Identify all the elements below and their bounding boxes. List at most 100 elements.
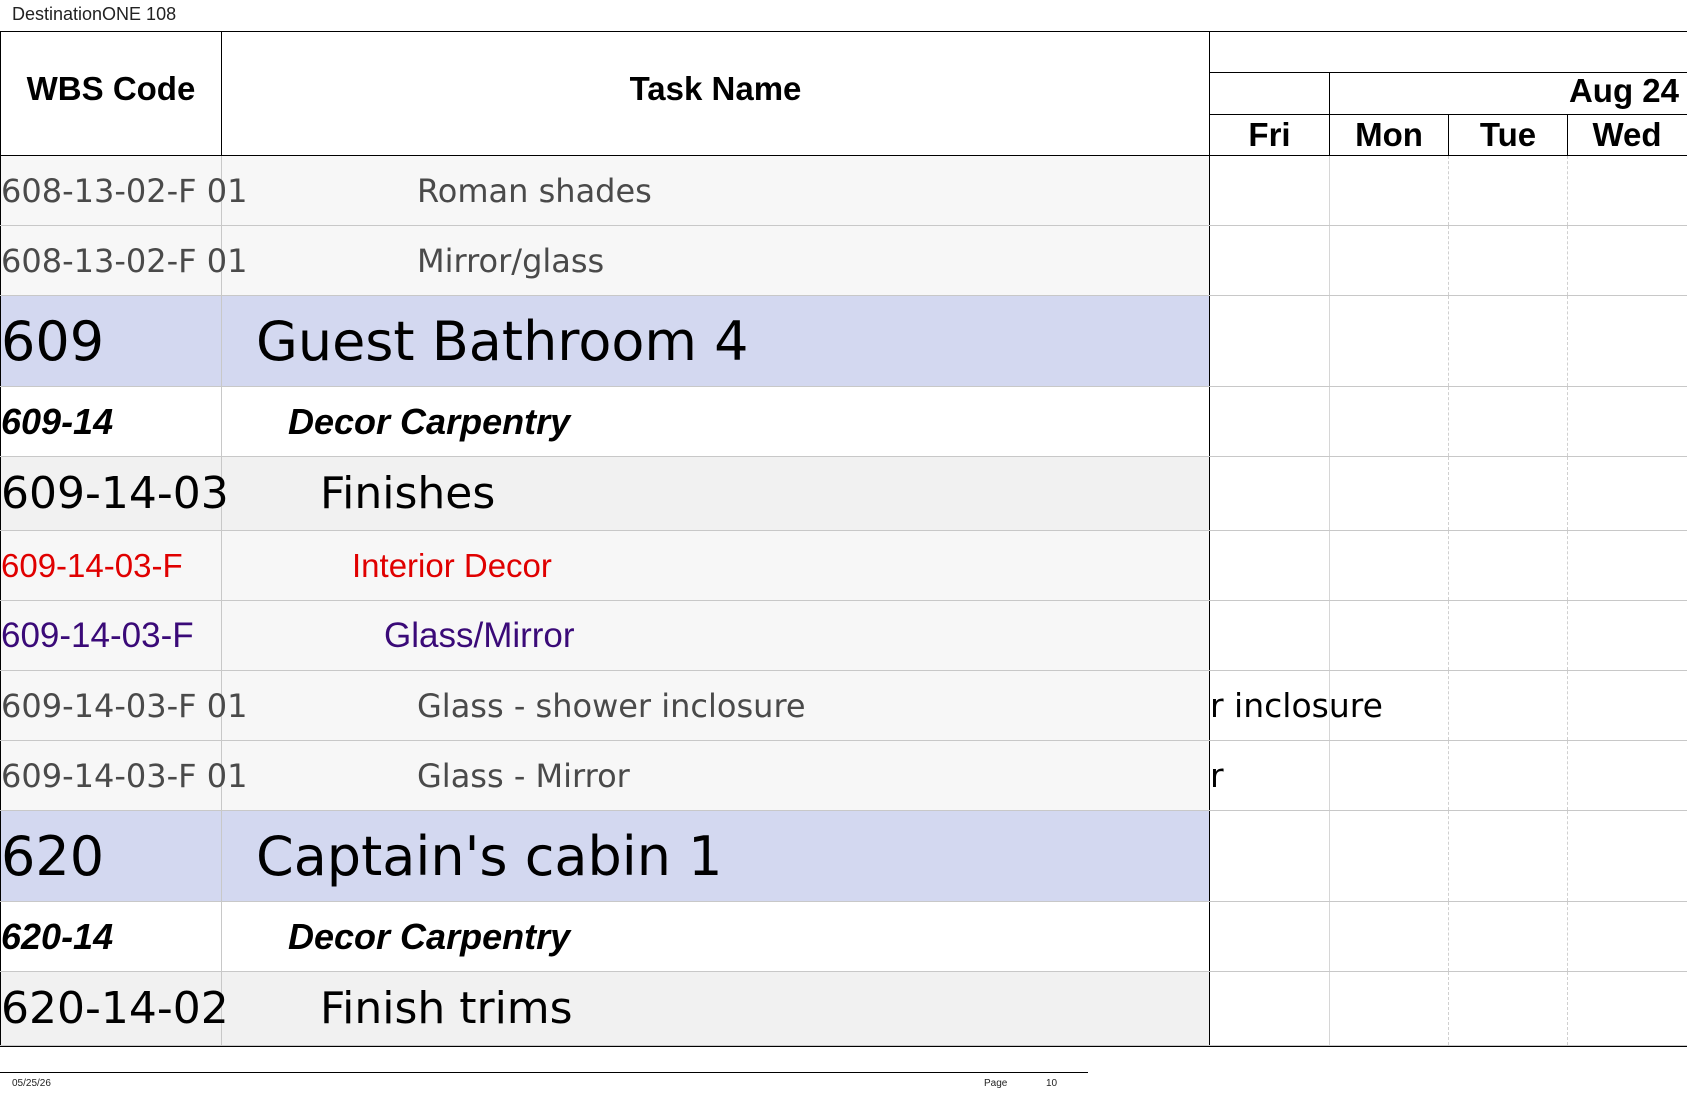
task-name-cell[interactable]: Roman shades bbox=[222, 156, 1210, 225]
gantt-cell[interactable] bbox=[1210, 601, 1687, 670]
wbs-code-cell[interactable]: 608-13-02-F 01 bbox=[0, 156, 247, 225]
gantt-day-gridline bbox=[1448, 457, 1449, 530]
gantt-day-gridline bbox=[1567, 531, 1568, 600]
gantt-day-gridline bbox=[1567, 601, 1568, 670]
gantt-day-gridline bbox=[1448, 902, 1449, 971]
gantt-day-gridline bbox=[1329, 457, 1330, 530]
wbs-code-cell[interactable]: 620-14-02 bbox=[0, 972, 229, 1045]
gantt-day-gridline bbox=[1329, 972, 1330, 1045]
task-name-cell[interactable]: Finishes bbox=[222, 457, 1210, 530]
gantt-day-gridline bbox=[1329, 671, 1330, 740]
footer-page-number: 10 bbox=[1046, 1078, 1058, 1089]
task-name-cell[interactable]: Glass/Mirror bbox=[222, 601, 1210, 670]
gantt-day-gridline bbox=[1329, 811, 1330, 901]
wbs-code-cell[interactable]: 609-14-03-F bbox=[0, 531, 222, 600]
gantt-cell[interactable] bbox=[1210, 531, 1687, 600]
gantt-day-gridline bbox=[1448, 811, 1449, 901]
footer-date: 05/25/26 bbox=[12, 1078, 51, 1089]
task-column-label: Task Name bbox=[629, 70, 802, 107]
task-name-cell[interactable]: Interior Decor bbox=[222, 531, 1210, 600]
wbs-code-cell[interactable]: 609-14-03-F 01 bbox=[0, 741, 247, 810]
timescale-day: Fri bbox=[1248, 116, 1291, 153]
task-name-cell[interactable]: Decor Carpentry bbox=[222, 902, 1210, 971]
footer-page-label: Page bbox=[984, 1078, 1008, 1089]
gantt-cell[interactable] bbox=[1210, 972, 1687, 1045]
gantt-day-gridline bbox=[1448, 972, 1449, 1045]
gantt-timescale-header: Aug 24 Fri Mon Tue Wed bbox=[1210, 31, 1687, 156]
task-column-header[interactable]: Task Name bbox=[222, 31, 1210, 156]
gantt-day-gridline bbox=[1329, 156, 1330, 225]
wbs-code-cell[interactable]: 609-14-03 bbox=[0, 457, 229, 530]
project-title: DestinationONE 108 bbox=[12, 4, 177, 24]
gantt-day-gridline bbox=[1448, 387, 1449, 456]
gantt-cell[interactable]: r bbox=[1210, 741, 1687, 810]
footer-divider bbox=[0, 1072, 1088, 1073]
wbs-code-cell[interactable]: 609-14-03-F 01 bbox=[0, 671, 247, 740]
gantt-day-gridline bbox=[1448, 531, 1449, 600]
gantt-cell[interactable] bbox=[1210, 457, 1687, 530]
gantt-cell[interactable]: r inclosure bbox=[1210, 671, 1687, 740]
task-name-cell[interactable]: Decor Carpentry bbox=[222, 387, 1210, 456]
timescale-day: Mon bbox=[1329, 114, 1448, 156]
gantt-day-gridline bbox=[1448, 226, 1449, 295]
gantt-cell[interactable] bbox=[1210, 226, 1687, 295]
timescale-month: Aug 24 bbox=[1329, 72, 1687, 114]
gantt-bar-label: r bbox=[1210, 756, 1224, 795]
timescale-divider bbox=[1210, 72, 1687, 73]
wbs-code-cell[interactable]: 609-14 bbox=[0, 387, 222, 456]
gantt-day-gridline bbox=[1567, 741, 1568, 810]
gantt-day-gridline bbox=[1448, 156, 1449, 225]
gantt-day-gridline bbox=[1567, 226, 1568, 295]
gantt-day-gridline bbox=[1567, 811, 1568, 901]
gantt-day-gridline bbox=[1329, 902, 1330, 971]
timescale-month-label: Aug 24 bbox=[1568, 72, 1679, 109]
gantt-cell[interactable] bbox=[1210, 902, 1687, 971]
gantt-day-gridline bbox=[1567, 296, 1568, 386]
gantt-day-gridline bbox=[1567, 387, 1568, 456]
gantt-day-gridline bbox=[1567, 972, 1568, 1045]
wbs-code-cell[interactable]: 608-13-02-F 01 bbox=[0, 226, 247, 295]
gantt-day-gridline bbox=[1567, 671, 1568, 740]
gantt-day-gridline bbox=[1448, 671, 1449, 740]
task-name-cell[interactable]: Finish trims bbox=[222, 972, 1210, 1045]
gantt-cell[interactable] bbox=[1210, 811, 1687, 901]
gantt-day-gridline bbox=[1329, 601, 1330, 670]
gantt-day-gridline bbox=[1567, 902, 1568, 971]
gantt-cell[interactable] bbox=[1210, 296, 1687, 386]
gantt-day-gridline bbox=[1448, 296, 1449, 386]
task-name-cell[interactable]: Mirror/glass bbox=[222, 226, 1210, 295]
task-name-cell[interactable]: Glass - shower inclosure bbox=[222, 671, 1210, 740]
timescale-day: Wed bbox=[1567, 114, 1686, 156]
gantt-bar-label: r inclosure bbox=[1210, 686, 1383, 725]
table-bottom-border bbox=[0, 1046, 1687, 1047]
task-name-cell[interactable]: Glass - Mirror bbox=[222, 741, 1210, 810]
gantt-cell[interactable] bbox=[1210, 387, 1687, 456]
wbs-column-label: WBS Code bbox=[26, 70, 196, 107]
wbs-code-cell[interactable]: 620 bbox=[0, 811, 222, 901]
gantt-day-gridline bbox=[1329, 226, 1330, 295]
gantt-day-gridline bbox=[1329, 531, 1330, 600]
wbs-code-cell[interactable]: 609 bbox=[0, 296, 222, 386]
gantt-cell[interactable] bbox=[1210, 156, 1687, 225]
wbs-code-cell[interactable]: 620-14 bbox=[0, 902, 222, 971]
gantt-day-gridline bbox=[1567, 156, 1568, 225]
task-name-cell[interactable]: Guest Bathroom 4 bbox=[222, 296, 1210, 386]
task-name-cell[interactable]: Captain's cabin 1 bbox=[222, 811, 1210, 901]
wbs-column-header[interactable]: WBS Code bbox=[0, 31, 222, 156]
gantt-day-gridline bbox=[1448, 601, 1449, 670]
wbs-code-cell[interactable]: 609-14-03-F bbox=[0, 601, 222, 670]
gantt-day-gridline bbox=[1567, 457, 1568, 530]
